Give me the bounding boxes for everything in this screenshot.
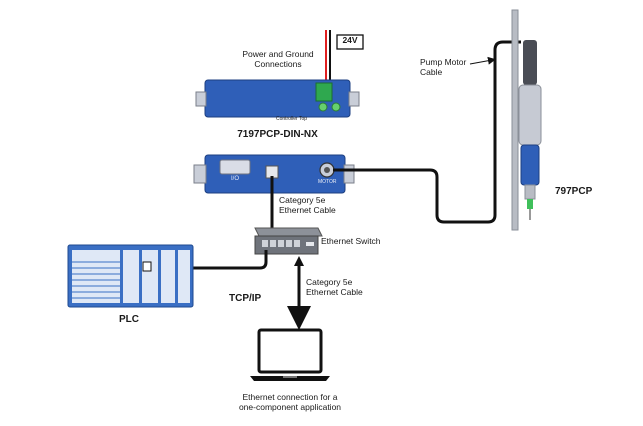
plc-device: [67, 244, 194, 308]
ethernet-cable-plc: [148, 250, 268, 270]
pump-model-title: 797PCP: [555, 186, 593, 197]
laptop-caption: Ethernet connection for a one-component …: [238, 392, 342, 412]
controller-top-caption: Controller Top: [276, 116, 308, 122]
ethernet-switch-label: Ethernet Switch: [321, 236, 381, 246]
power-ground-label: Power and Ground Connections: [242, 49, 314, 69]
motor-port-label: MOTOR: [318, 179, 337, 185]
ethernet-switch-device: [254, 227, 323, 255]
pump-motor-cable-line: [333, 40, 521, 224]
io-port-label: I/O: [231, 176, 240, 182]
tcp-ip-label: TCP/IP: [229, 293, 262, 304]
voltage-label: 24V: [342, 35, 358, 45]
cat5e-bottom-label: Category 5e Ethernet Cable: [306, 277, 363, 297]
plc-title: PLC: [119, 314, 139, 325]
voltage-box: [336, 34, 364, 50]
controller-front-view: [193, 154, 355, 194]
controller-model-title: 7197PCP-DIN-NX: [237, 129, 318, 140]
laptop-device: [250, 328, 330, 381]
pump-motor-cable-label: Pump Motor Cable: [420, 57, 467, 77]
cat5e-top-label: Category 5e Ethernet Cable: [279, 195, 336, 215]
controller-top-view: [195, 79, 360, 118]
pump-stand-rod: [511, 9, 519, 231]
pump-797pcp: [518, 40, 542, 220]
pump-cable-pointer: [469, 56, 496, 65]
switch-arrow-top: [294, 256, 304, 266]
